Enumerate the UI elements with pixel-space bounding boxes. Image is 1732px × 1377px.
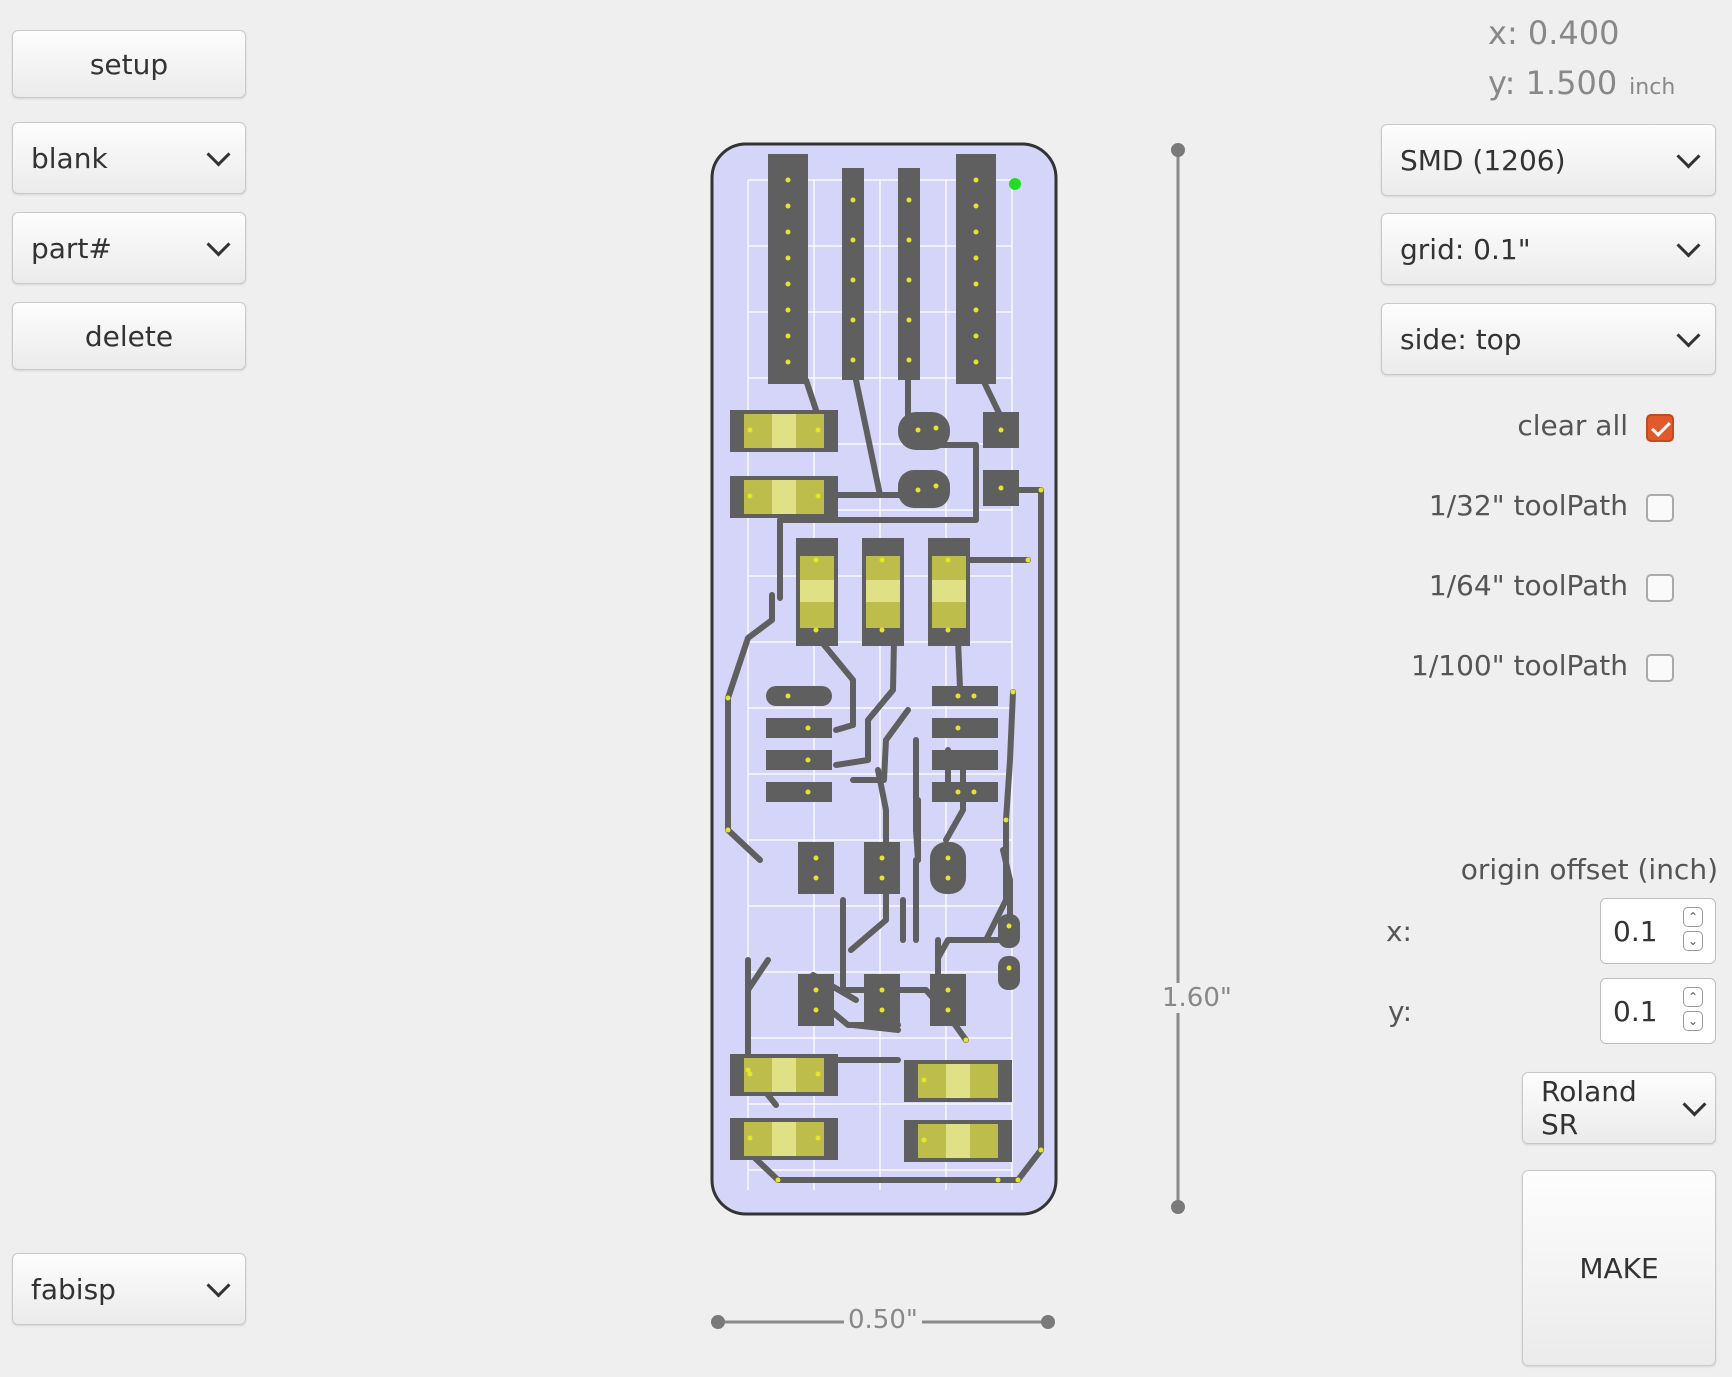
width-dimension-label: 0.50" bbox=[844, 1305, 922, 1335]
cursor-y-value: y: 1.500 bbox=[1488, 64, 1618, 102]
side-select-value: side: top bbox=[1400, 322, 1522, 356]
cursor-x-readout: x: 0.400 bbox=[1488, 14, 1620, 52]
increment-icon[interactable]: ⌃ bbox=[1683, 907, 1703, 927]
header-pins bbox=[768, 154, 996, 384]
origin-marker bbox=[1009, 178, 1021, 190]
grid-select-value: grid: 0.1" bbox=[1400, 232, 1531, 266]
delete-label: delete bbox=[84, 319, 174, 353]
make-button[interactable]: MAKE bbox=[1522, 1170, 1716, 1366]
origin-x-label: x: bbox=[1385, 915, 1412, 948]
side-select[interactable]: side: top bbox=[1381, 303, 1716, 375]
toolpath-64-label: 1/64" toolPath bbox=[1428, 569, 1628, 602]
chevron-down-icon bbox=[1676, 232, 1701, 258]
pad-highlights-light bbox=[772, 414, 970, 1158]
increment-icon[interactable]: ⌃ bbox=[1683, 987, 1703, 1007]
origin-y-label: y: bbox=[1388, 995, 1412, 1028]
template-select[interactable]: blank bbox=[12, 122, 246, 194]
decrement-icon[interactable]: ⌄ bbox=[1683, 1011, 1703, 1031]
pcb-board[interactable] bbox=[708, 140, 1068, 1222]
origin-y-input[interactable]: 0.1 ⌃ ⌄ bbox=[1600, 978, 1716, 1044]
chevron-down-icon bbox=[206, 231, 231, 257]
part-select[interactable]: part# bbox=[12, 212, 246, 284]
toolpath-32-checkbox[interactable] bbox=[1646, 494, 1674, 522]
machine-select-value: Roland SR bbox=[1541, 1075, 1637, 1141]
chevron-down-icon bbox=[206, 1272, 231, 1298]
origin-x-input[interactable]: 0.1 ⌃ ⌄ bbox=[1600, 898, 1716, 964]
unit-label: inch bbox=[1629, 75, 1676, 100]
grid-select[interactable]: grid: 0.1" bbox=[1381, 213, 1716, 285]
height-dimension-label: 1.60" bbox=[1158, 983, 1236, 1013]
setup-button[interactable]: setup bbox=[12, 30, 246, 98]
machine-select[interactable]: Roland SR bbox=[1522, 1072, 1716, 1144]
cursor-y-readout: y: 1.500 inch bbox=[1488, 64, 1675, 102]
toolpath-100-label: 1/100" toolPath bbox=[1411, 649, 1628, 682]
template-select-value: blank bbox=[31, 141, 108, 175]
decrement-icon[interactable]: ⌄ bbox=[1683, 931, 1703, 951]
origin-x-value: 0.1 bbox=[1613, 914, 1658, 948]
package-select[interactable]: SMD (1206) bbox=[1381, 124, 1716, 196]
chevron-down-icon bbox=[1682, 1092, 1707, 1116]
via-dots bbox=[725, 177, 1044, 1183]
delete-button[interactable]: delete bbox=[12, 302, 246, 370]
origin-y-value: 0.1 bbox=[1613, 994, 1658, 1028]
setup-label: setup bbox=[89, 47, 169, 81]
project-select[interactable]: fabisp bbox=[12, 1253, 246, 1325]
chevron-down-icon bbox=[1676, 143, 1701, 169]
make-label: MAKE bbox=[1579, 1251, 1659, 1285]
toolpath-64-checkbox[interactable] bbox=[1646, 574, 1674, 602]
toolpath-100-checkbox[interactable] bbox=[1646, 654, 1674, 682]
part-select-value: part# bbox=[31, 231, 112, 265]
toolpath-32-label: 1/32" toolPath bbox=[1428, 489, 1628, 522]
clear-all-label: clear all bbox=[1517, 409, 1628, 442]
clear-all-checkbox[interactable] bbox=[1646, 414, 1674, 442]
chevron-down-icon bbox=[206, 141, 231, 167]
chevron-down-icon bbox=[1676, 322, 1701, 348]
package-select-value: SMD (1206) bbox=[1400, 143, 1566, 177]
origin-offset-label: origin offset (inch) bbox=[1460, 853, 1718, 886]
project-select-value: fabisp bbox=[31, 1272, 116, 1306]
